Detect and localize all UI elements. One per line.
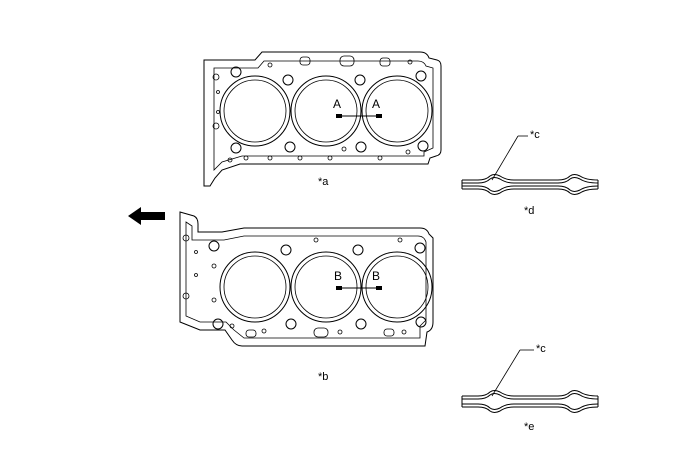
gasket-a-label: *a <box>318 176 329 188</box>
left-arrow-icon <box>128 207 165 225</box>
section-marker-a-right: A <box>372 97 380 111</box>
gasket-b-label: *b <box>318 371 328 383</box>
head-gasket-b <box>179 211 434 347</box>
cross-section-e <box>461 349 599 413</box>
callout-c-e: *c <box>536 343 546 355</box>
cross-section-d <box>461 135 599 195</box>
section-marker-b-right: B <box>372 269 380 283</box>
section-marker-a-left: A <box>333 97 341 111</box>
callout-c-d: *c <box>530 129 540 141</box>
section-d-label: *d <box>524 205 534 217</box>
section-marker-b-left: B <box>334 269 342 283</box>
section-e-label: *e <box>524 421 534 433</box>
head-gasket-a <box>203 51 442 187</box>
